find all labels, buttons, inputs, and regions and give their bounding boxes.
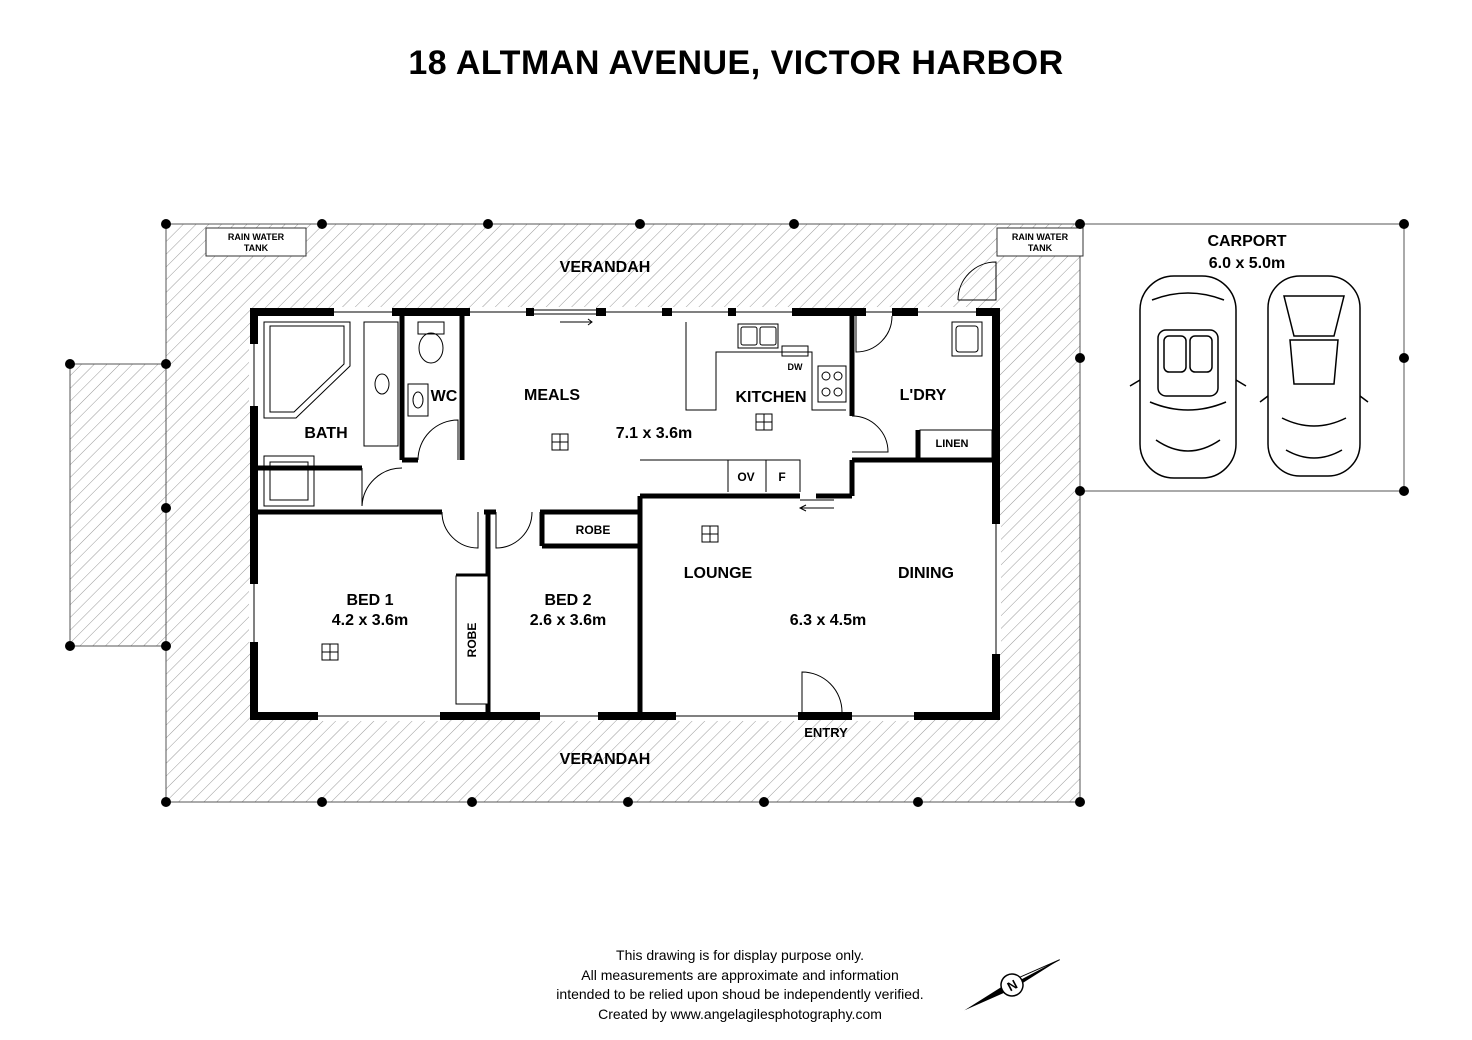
page-title: 18 ALTMAN AVENUE, VICTOR HARBOR bbox=[408, 44, 1064, 82]
disclaimer-line: intended to be relied upon shoud be inde… bbox=[556, 986, 924, 1002]
bed1-size-label: 4.2 x 3.6m bbox=[332, 612, 409, 629]
compass-icon: N bbox=[964, 959, 1060, 1011]
bath-label: BATH bbox=[304, 425, 347, 442]
entry-label: ENTRY bbox=[804, 725, 848, 740]
carport-label: CARPORT bbox=[1207, 233, 1286, 250]
meals-size-label: 7.1 x 3.6m bbox=[616, 425, 693, 442]
wc-label: WC bbox=[431, 388, 458, 405]
verandah-top-label: VERANDAH bbox=[560, 259, 651, 276]
skylight-icons bbox=[321, 413, 773, 661]
verandah-bottom-label: VERANDAH bbox=[560, 751, 651, 768]
svg-text:TANK: TANK bbox=[244, 243, 269, 253]
car-coupe-icon bbox=[1259, 275, 1369, 477]
fridge-label: F bbox=[778, 470, 785, 484]
bed1-label: BED 1 bbox=[346, 592, 393, 609]
lounge-label: LOUNGE bbox=[684, 565, 753, 582]
verandah-area bbox=[69, 223, 1081, 803]
disclaimer-line: This drawing is for display purpose only… bbox=[616, 947, 864, 963]
robe-bed1-label: ROBE bbox=[465, 623, 479, 658]
disclaimer: This drawing is for display purpose only… bbox=[520, 946, 960, 1024]
disclaimer-credit: Created by www.angelagilesphotography.co… bbox=[598, 1005, 882, 1022]
linen-label: LINEN bbox=[936, 438, 969, 450]
robe-bed2-label: ROBE bbox=[576, 523, 611, 537]
carport-size-label: 6.0 x 5.0m bbox=[1209, 255, 1286, 272]
bed2-size-label: 2.6 x 3.6m bbox=[530, 612, 607, 629]
disclaimer-line: All measurements are approximate and inf… bbox=[581, 966, 899, 983]
laundry-label: L'DRY bbox=[900, 387, 947, 404]
car-convertible-icon bbox=[1129, 275, 1247, 479]
meals-label: MEALS bbox=[524, 387, 580, 404]
bed2-label: BED 2 bbox=[544, 592, 591, 609]
dishwasher-label: DW bbox=[788, 362, 803, 372]
svg-text:RAIN WATER: RAIN WATER bbox=[1012, 232, 1069, 242]
svg-text:RAIN WATER: RAIN WATER bbox=[228, 232, 285, 242]
oven-label: OV bbox=[737, 470, 754, 484]
svg-text:TANK: TANK bbox=[1028, 243, 1053, 253]
door-swings bbox=[361, 261, 997, 713]
rain-water-tank-left: RAIN WATER TANK bbox=[205, 227, 307, 257]
verandah-posts bbox=[65, 219, 1409, 807]
rain-water-tank-right: RAIN WATER TANK bbox=[996, 227, 1084, 257]
dining-label: DINING bbox=[898, 565, 954, 582]
windows bbox=[249, 307, 1001, 721]
lounge-size-label: 6.3 x 4.5m bbox=[790, 612, 867, 629]
kitchen-label: KITCHEN bbox=[735, 389, 806, 406]
room-labels: VERANDAH VERANDAH CARPORT 6.0 x 5.0m BAT… bbox=[304, 233, 1286, 768]
